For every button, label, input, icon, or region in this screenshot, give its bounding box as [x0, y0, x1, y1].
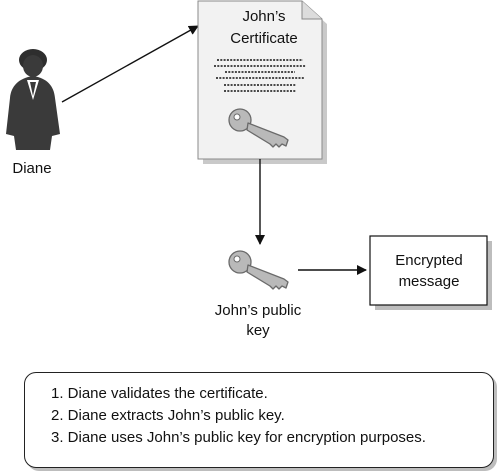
certificate-text-lines: [214, 59, 306, 92]
certificate-title-line2: Certificate: [230, 30, 298, 47]
public-key-icon: [228, 250, 289, 290]
steps-box: 1. Diane validates the certificate. 2. D…: [24, 372, 494, 468]
diane-label: Diane: [12, 160, 52, 177]
encrypted-message-label-line1: Encrypted: [395, 252, 463, 269]
certificate-title-line1: John’s: [242, 8, 286, 25]
arrow-to-certificate: [61, 25, 199, 103]
step-2: 2. Diane extracts John’s public key.: [51, 407, 285, 424]
step-3: 3. Diane uses John’s public key for encr…: [51, 429, 426, 446]
encrypted-message-label-line2: message: [398, 273, 460, 290]
step-1: 1. Diane validates the certificate.: [51, 385, 268, 402]
public-key-label-line2: key: [246, 322, 270, 339]
public-key-label-line1: John’s public: [214, 302, 302, 319]
person-diane-icon: [6, 49, 60, 150]
encrypted-message-box: [369, 235, 488, 306]
certificate-document-icon: [197, 0, 327, 164]
